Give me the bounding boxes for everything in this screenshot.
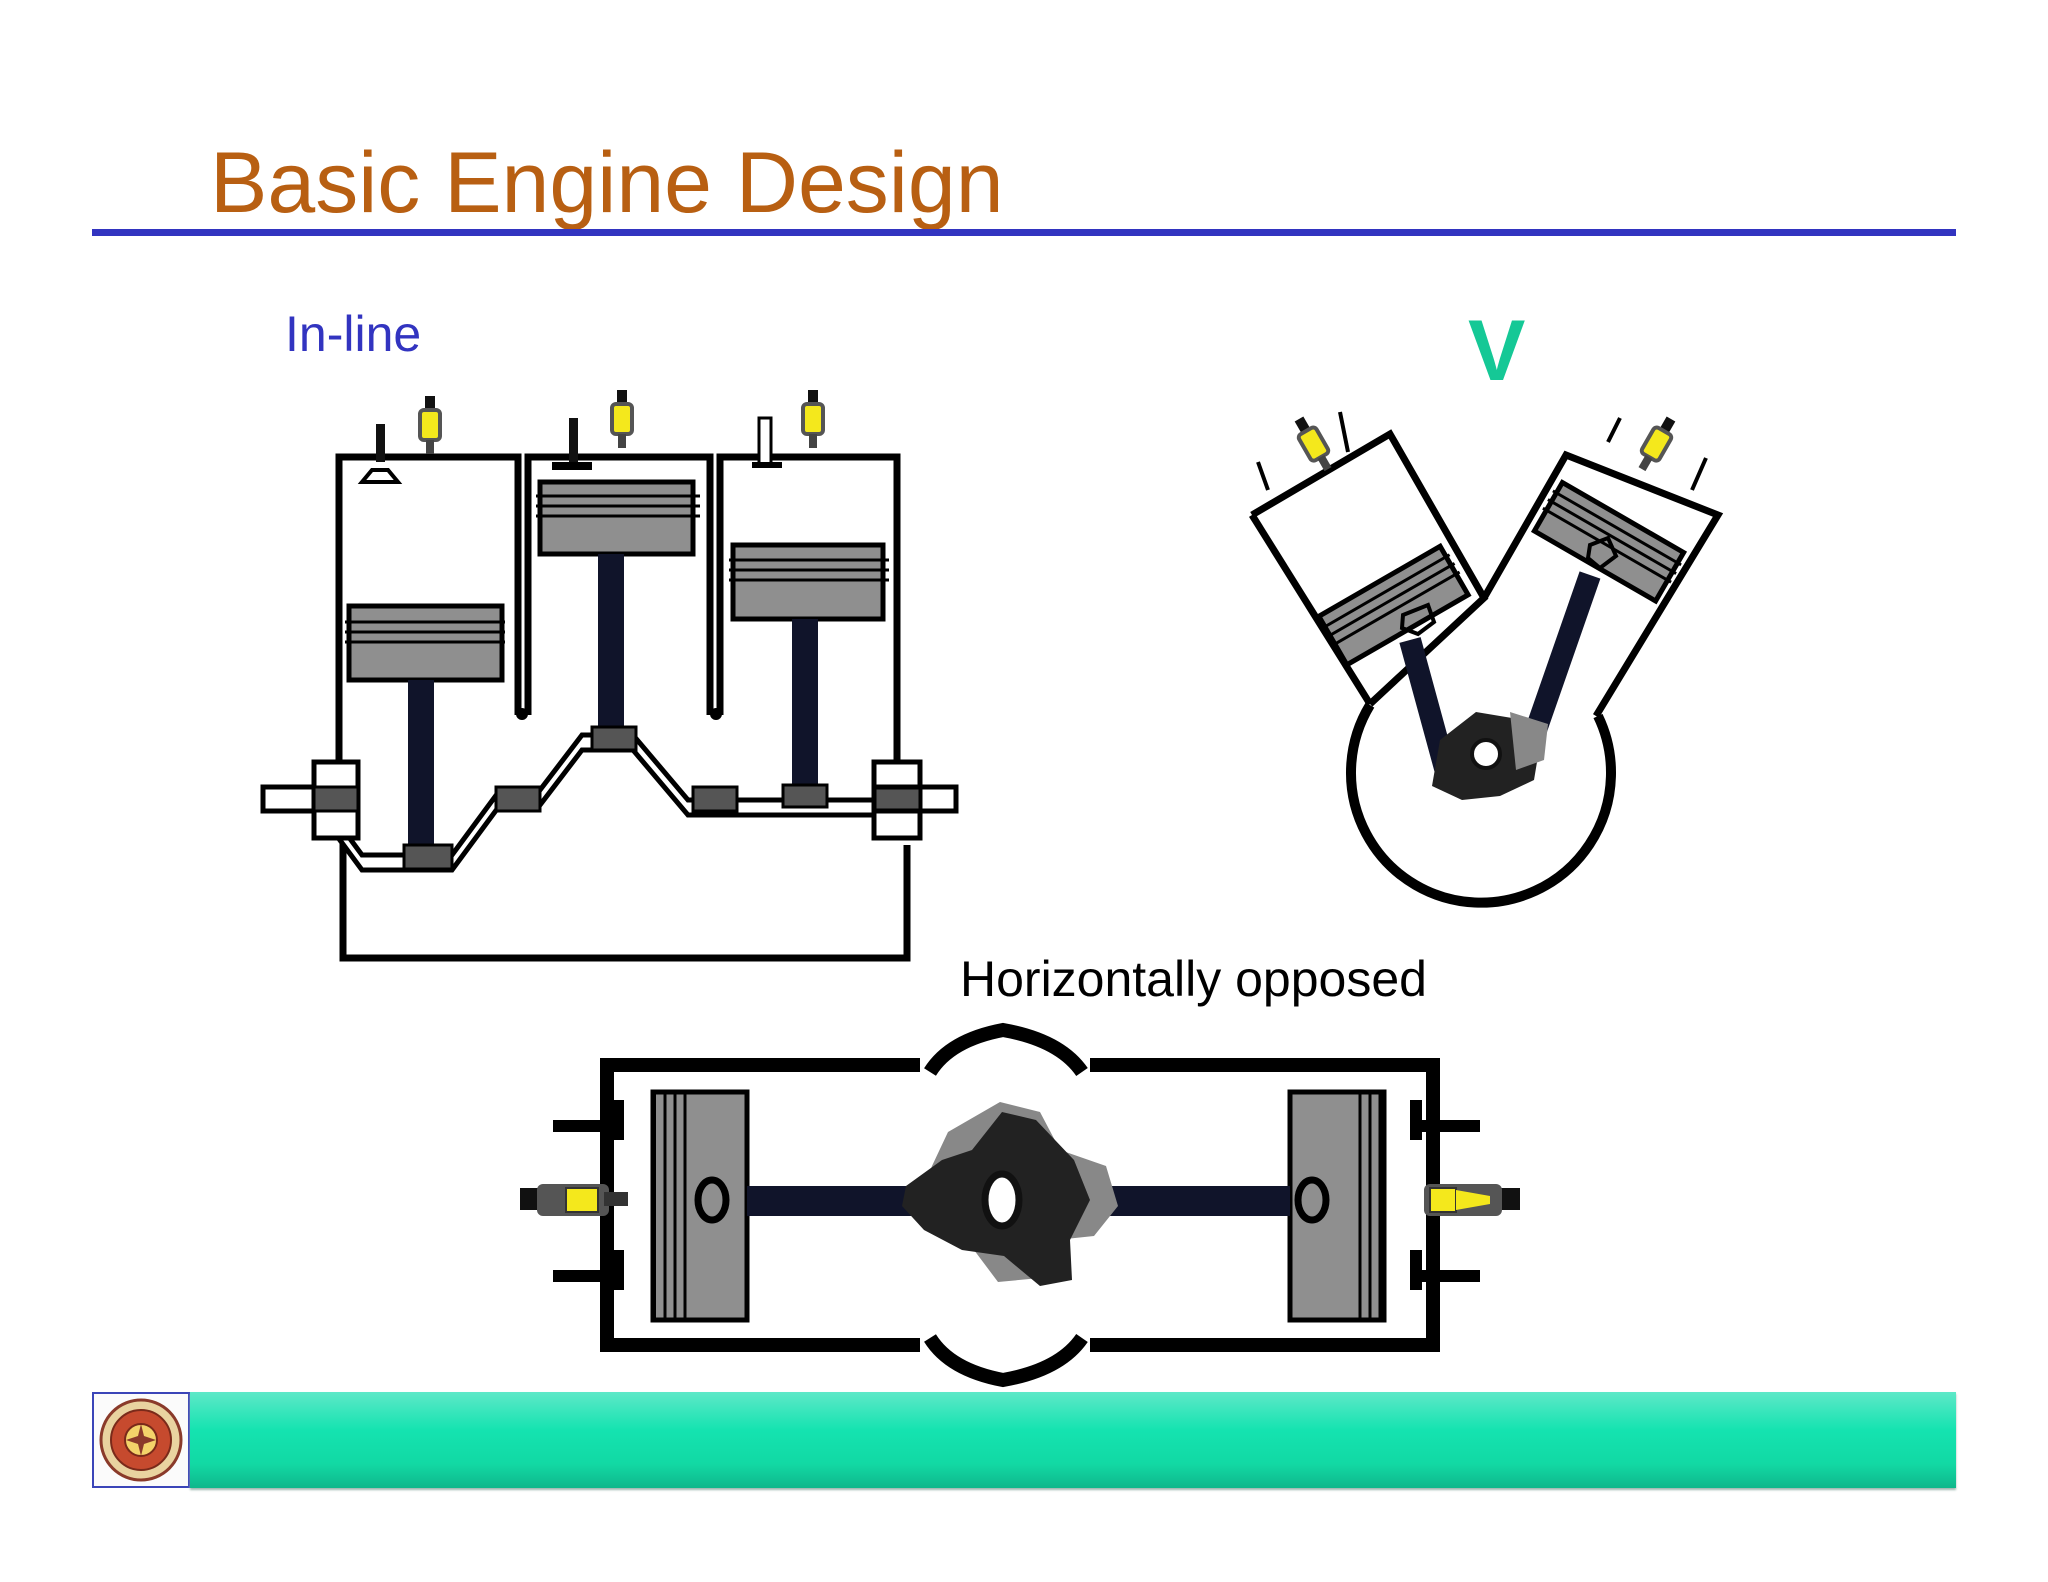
inline-connecting-rod-1 — [408, 680, 434, 852]
inline-valve-1 — [357, 468, 403, 484]
inline-spark-plug-1 — [418, 394, 442, 456]
college-seal-icon — [92, 1392, 190, 1488]
ho-crankshaft — [902, 1102, 1118, 1286]
inline-connecting-rod-2 — [598, 554, 624, 726]
inline-connecting-rod-3 — [792, 619, 818, 794]
horizontally-opposed-label: Horizontally opposed — [960, 951, 1427, 1007]
seal-emblem — [99, 1398, 183, 1482]
ho-spark-plug-left — [520, 1184, 628, 1216]
ho-piston-left — [650, 1089, 750, 1323]
inline-cylinder-3 — [716, 388, 901, 794]
inline-piston-3 — [730, 542, 886, 622]
footer-bar — [190, 1392, 1956, 1488]
inline-engine-diagram — [260, 388, 959, 962]
v-spark-plug-right — [1631, 411, 1682, 477]
inline-spark-plug-3 — [801, 388, 825, 450]
ho-piston-right — [1287, 1089, 1387, 1323]
ho-connecting-rod-left — [747, 1186, 917, 1216]
inline-cylinder-1 — [335, 394, 522, 852]
v-spark-plug-left — [1288, 411, 1339, 477]
inline-piston-2 — [537, 479, 696, 557]
inline-valve-3 — [752, 462, 782, 468]
title-underline — [92, 229, 1956, 236]
v-connecting-rod-right — [1525, 571, 1601, 734]
v-engine-diagram — [1249, 411, 1724, 908]
slide-title: Basic Engine Design — [210, 135, 1004, 231]
v-piston-left — [1315, 542, 1472, 669]
v-engine-label: V — [1468, 303, 1526, 399]
inline-spark-plug-2 — [610, 388, 634, 450]
ho-connecting-rod-right — [1104, 1186, 1290, 1216]
ho-spark-plug-right — [1424, 1184, 1520, 1216]
inline-engine-label: In-line — [285, 306, 422, 362]
horizontally-opposed-engine-diagram — [520, 1022, 1520, 1388]
inline-crankshaft — [260, 708, 959, 873]
inline-valve-2 — [552, 462, 592, 470]
inline-cylinder-2 — [524, 388, 714, 726]
